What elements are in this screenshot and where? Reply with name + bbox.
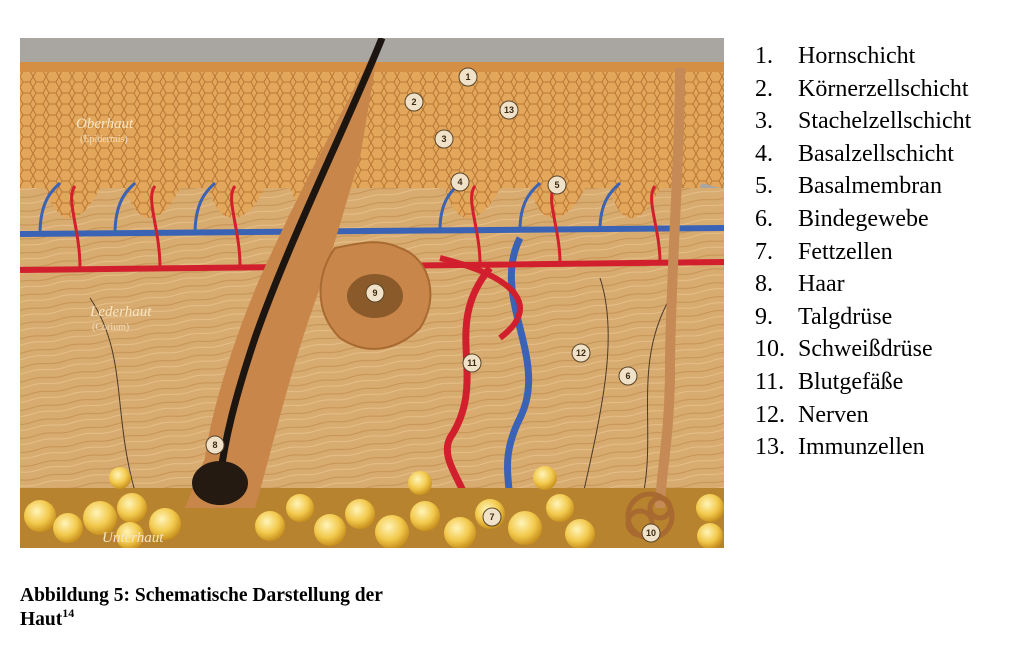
marker-3: 3 bbox=[434, 129, 454, 149]
svg-text:9: 9 bbox=[372, 288, 377, 298]
legend-item: 7.Fettzellen bbox=[755, 238, 893, 265]
caption-line-1: Abbildung 5: Schematische Darstellung de… bbox=[20, 585, 383, 606]
legend-item: 13.Immunzellen bbox=[755, 434, 925, 461]
svg-text:5: 5 bbox=[554, 180, 559, 190]
marker-12: 12 bbox=[571, 343, 591, 363]
marker-10: 10 bbox=[641, 523, 661, 543]
nerves bbox=[89, 277, 671, 509]
footnote-ref: 14 bbox=[62, 606, 75, 620]
label-dermis: Lederhaut bbox=[89, 304, 152, 320]
epidermis-layer bbox=[20, 66, 724, 218]
svg-text:10: 10 bbox=[646, 528, 656, 538]
legend-item: 2.Körnerzellschicht bbox=[755, 75, 969, 102]
sweat-duct bbox=[655, 67, 685, 509]
vein-descending bbox=[504, 236, 533, 509]
svg-text:2: 2 bbox=[411, 97, 416, 107]
legend-item: 4.Basalzellschicht bbox=[755, 140, 954, 167]
marker-8: 8 bbox=[205, 435, 225, 455]
hair-shaft bbox=[216, 38, 386, 479]
legend-item: 11.Blutgefäße bbox=[755, 368, 904, 395]
legend-item: 8.Haar bbox=[755, 271, 845, 298]
svg-text:4: 4 bbox=[457, 177, 462, 187]
marker-2: 2 bbox=[404, 92, 424, 112]
svg-text:6: 6 bbox=[625, 371, 630, 381]
legend-item: 9.Talgdrüse bbox=[755, 303, 893, 330]
marker-7: 7 bbox=[482, 507, 502, 527]
vein-horizontal bbox=[20, 225, 724, 237]
svg-text:7: 7 bbox=[489, 512, 494, 522]
artery-descending bbox=[443, 265, 493, 510]
marker-6: 6 bbox=[618, 366, 638, 386]
hair-bulb bbox=[192, 461, 248, 505]
label-epidermis-latin: (Epidermis) bbox=[80, 134, 128, 145]
svg-text:13: 13 bbox=[504, 105, 514, 115]
svg-text:8: 8 bbox=[212, 440, 217, 450]
marker-1: 1 bbox=[458, 67, 478, 87]
fat-cells bbox=[20, 466, 724, 548]
legend-list: 1.Hornschicht 2.Körnerzellschicht 3.Stac… bbox=[755, 40, 1025, 464]
svg-text:3: 3 bbox=[441, 134, 446, 144]
label-subcutis: Unterhaut bbox=[102, 530, 164, 546]
caption-line-2: Haut14 bbox=[20, 606, 540, 632]
legend-item: 6.Bindegewebe bbox=[755, 205, 929, 232]
skin-diagram: Oberhaut (Epidermis) Lederhaut (Corium) … bbox=[20, 38, 724, 548]
marker-4: 4 bbox=[450, 172, 470, 192]
legend-item: 3.Stachelzellschicht bbox=[755, 108, 972, 135]
legend-item: 5.Basalmembran bbox=[755, 173, 942, 200]
artery-branch bbox=[439, 255, 523, 341]
label-epidermis: Oberhaut bbox=[76, 116, 134, 132]
svg-text:11: 11 bbox=[467, 358, 477, 368]
svg-text:12: 12 bbox=[576, 348, 586, 358]
legend-item: 1.Hornschicht bbox=[755, 43, 916, 69]
marker-9: 9 bbox=[365, 283, 385, 303]
marker-5: 5 bbox=[547, 175, 567, 195]
caption-word: Haut bbox=[20, 609, 63, 630]
svg-text:1: 1 bbox=[465, 72, 470, 82]
label-dermis-latin: (Corium) bbox=[92, 322, 129, 333]
marker-13: 13 bbox=[499, 100, 519, 120]
marker-11: 11 bbox=[462, 353, 482, 373]
legend-item: 12.Nerven bbox=[755, 401, 869, 428]
artery-loops bbox=[70, 185, 662, 269]
figure-caption: Abbildung 5: Schematische Darstellung de… bbox=[20, 584, 540, 632]
legend-item: 10.Schweißdrüse bbox=[755, 336, 933, 363]
vein-loops bbox=[38, 181, 622, 235]
